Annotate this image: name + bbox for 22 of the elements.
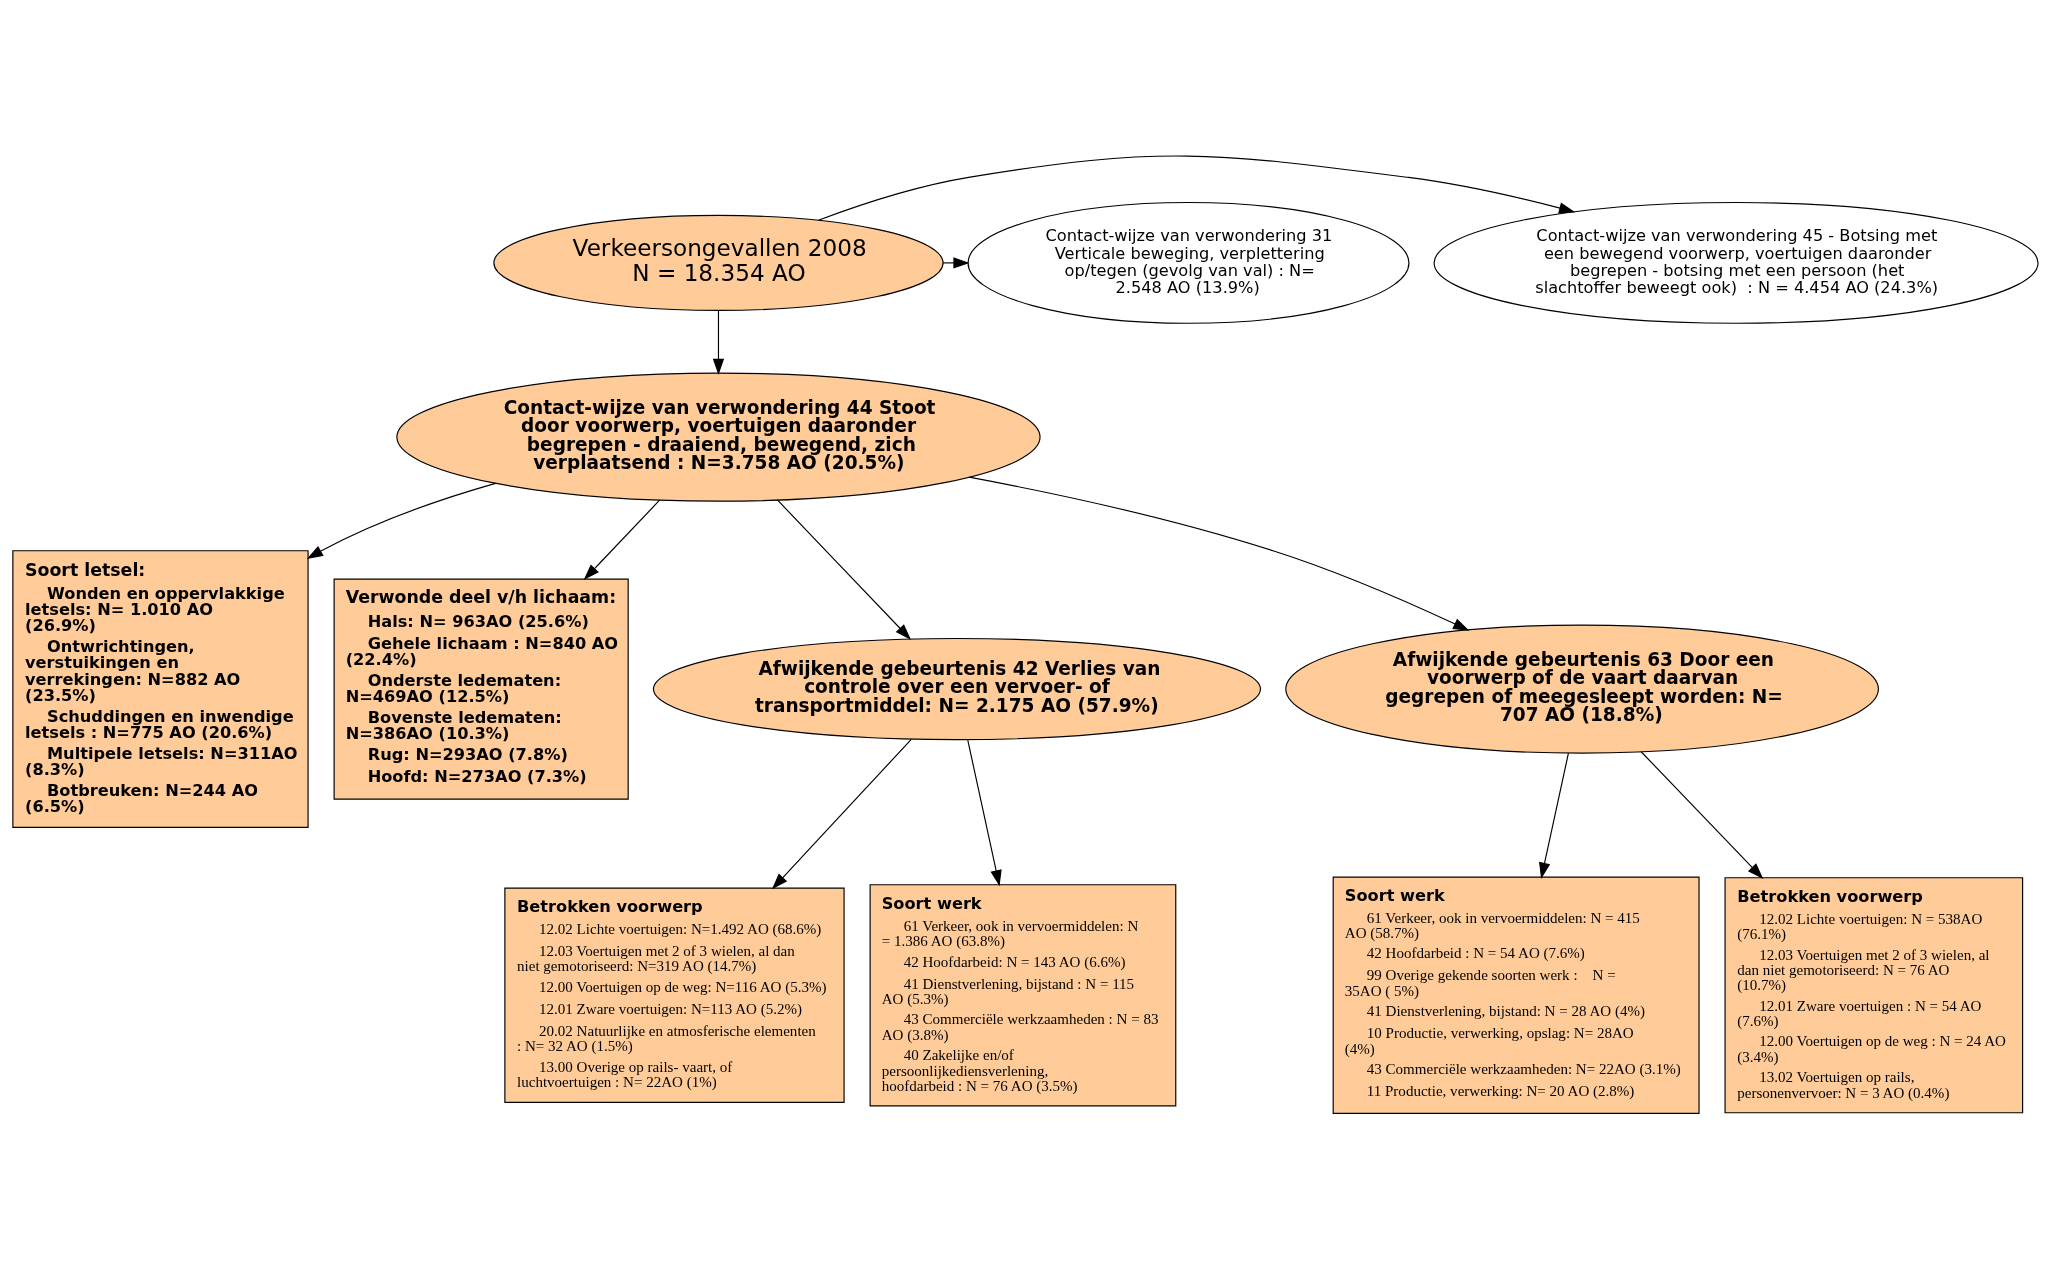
arrow [776, 498, 912, 640]
arrow [942, 256, 970, 269]
arrow [817, 155, 1576, 221]
node-box: Soort letsel: Wonden en oppervlakkige letsels: N= 1.010 AO (26.9%) Ontwrichtingen, verstuikingen en verrekingen: N=882 AO (23.5%) Schuddingen en inwendige letsels : N=775 AO (20.6%) Multipele letsels: N=311AO (8.3%) Botbreuken: N=244 AO (6.5%) [12, 549, 309, 828]
arrow [1539, 752, 1569, 879]
node-ellipse: Contact-wijze van verwondering 31 Verticale beweging, verplettering op/tegen (gevolg van val) : N= 2.548 AO (13.9%) [967, 201, 1410, 324]
arrow [1640, 750, 1764, 879]
arrow [583, 498, 661, 580]
arrow [771, 738, 912, 889]
node-ellipse: Contact-wijze van verwondering 44 Stoot door voorwerp, voertuigen daaronder begrepen - draaiend, bewegend, zich verplaatsend : N=3.758 AO (20.5%) [396, 372, 1041, 502]
node-box: Verwonde deel v/h lichaam: Hals: N= 963AO (25.6%) Gehele lichaam : N=840 AO (22.4%) Onderste ledematen: N=469AO (12.5%) Bovenste ledematen: N=386AO (10.3%) Rug: N=293AO (7.8%) Hoofd: N=273AO (7.3%) [333, 578, 629, 800]
node-box: Betrokken voorwerp 12.02 Lichte voertuigen: N=1.492 AO (68.6%) 12.03 Voertuigen met 2 of 3 wielen, al dan niet gemotoriseerd: N=319 AO (14.7%) 12.00 Voertuigen op de weg: N=116 AO (5.3%) 12.01 Zware voertuigen: N=113 AO (5.2%) 20.02 Natuurlijke en atmosferische elementen : N= 32 AO (1.5%) 13.00 Overige op rails- vaart, of luchtvoertuigen : N= 22AO (1%) [504, 887, 845, 1103]
arrow [967, 739, 1002, 886]
arrow [306, 482, 497, 559]
node-ellipse: Afwijkende gebeurtenis 63 Door een voorwerp of de vaart daarvan gegrepen of meegesleept worden: N= 707 AO (18.8%) [1285, 623, 1879, 754]
node-ellipse: Verkeersongevallen 2008 N = 18.354 AO [493, 214, 944, 311]
arrow [968, 476, 1470, 631]
node-box: Soort werk 61 Verkeer, ook in vervoermiddelen: N = 1.386 AO (63.8%) 42 Hoofdarbeid: N = 143 AO (6.6%) 41 Dienstverlening, bijstand : N = 115 AO (5.3%) 43 Commerciële werkzaamheden : N = 83 AO (3.8%) 40 Zakelijke en/of persoonlijkediensverlening, hoofdarbeid : N = 76 AO (3.5%) [869, 883, 1177, 1106]
node-ellipse: Afwijkende gebeurtenis 42 Verlies van controle over een vervoer- of transportmiddel: N= 2.175 AO (57.9%) [652, 637, 1262, 740]
arrow [712, 309, 725, 375]
node-box: Soort werk 61 Verkeer, ook in vervoermiddelen: N = 415 AO (58.7%) 42 Hoofdarbeid : N = 54 AO (7.6%) 99 Overige gekende soorten werk : N = 35AO ( 5%) 41 Dienstverlening, bijstand: N = 28 AO (4%) 10 Productie, verwerking, opslag: N= 28AO (4%) 43 Commerciële werkzaamheden: N= 22AO (3.1%) 11 Productie, verwerking: N= 20 AO (2.8%) [1332, 876, 1700, 1114]
node-box: Betrokken voorwerp 12.02 Lichte voertuigen: N = 538AO (76.1%) 12.03 Voertuigen met 2 of 3 wielen, al dan niet gemotoriseerd: N = 76 AO (10.7%) 12.01 Zware voertuigen : N = 54 AO (7.6%) 12.00 Voertuigen op de weg : N = 24 AO (3.4%) 13.02 Voertuigen op rails, personenvervoer: N = 3 AO (0.4%) [1724, 876, 2024, 1113]
